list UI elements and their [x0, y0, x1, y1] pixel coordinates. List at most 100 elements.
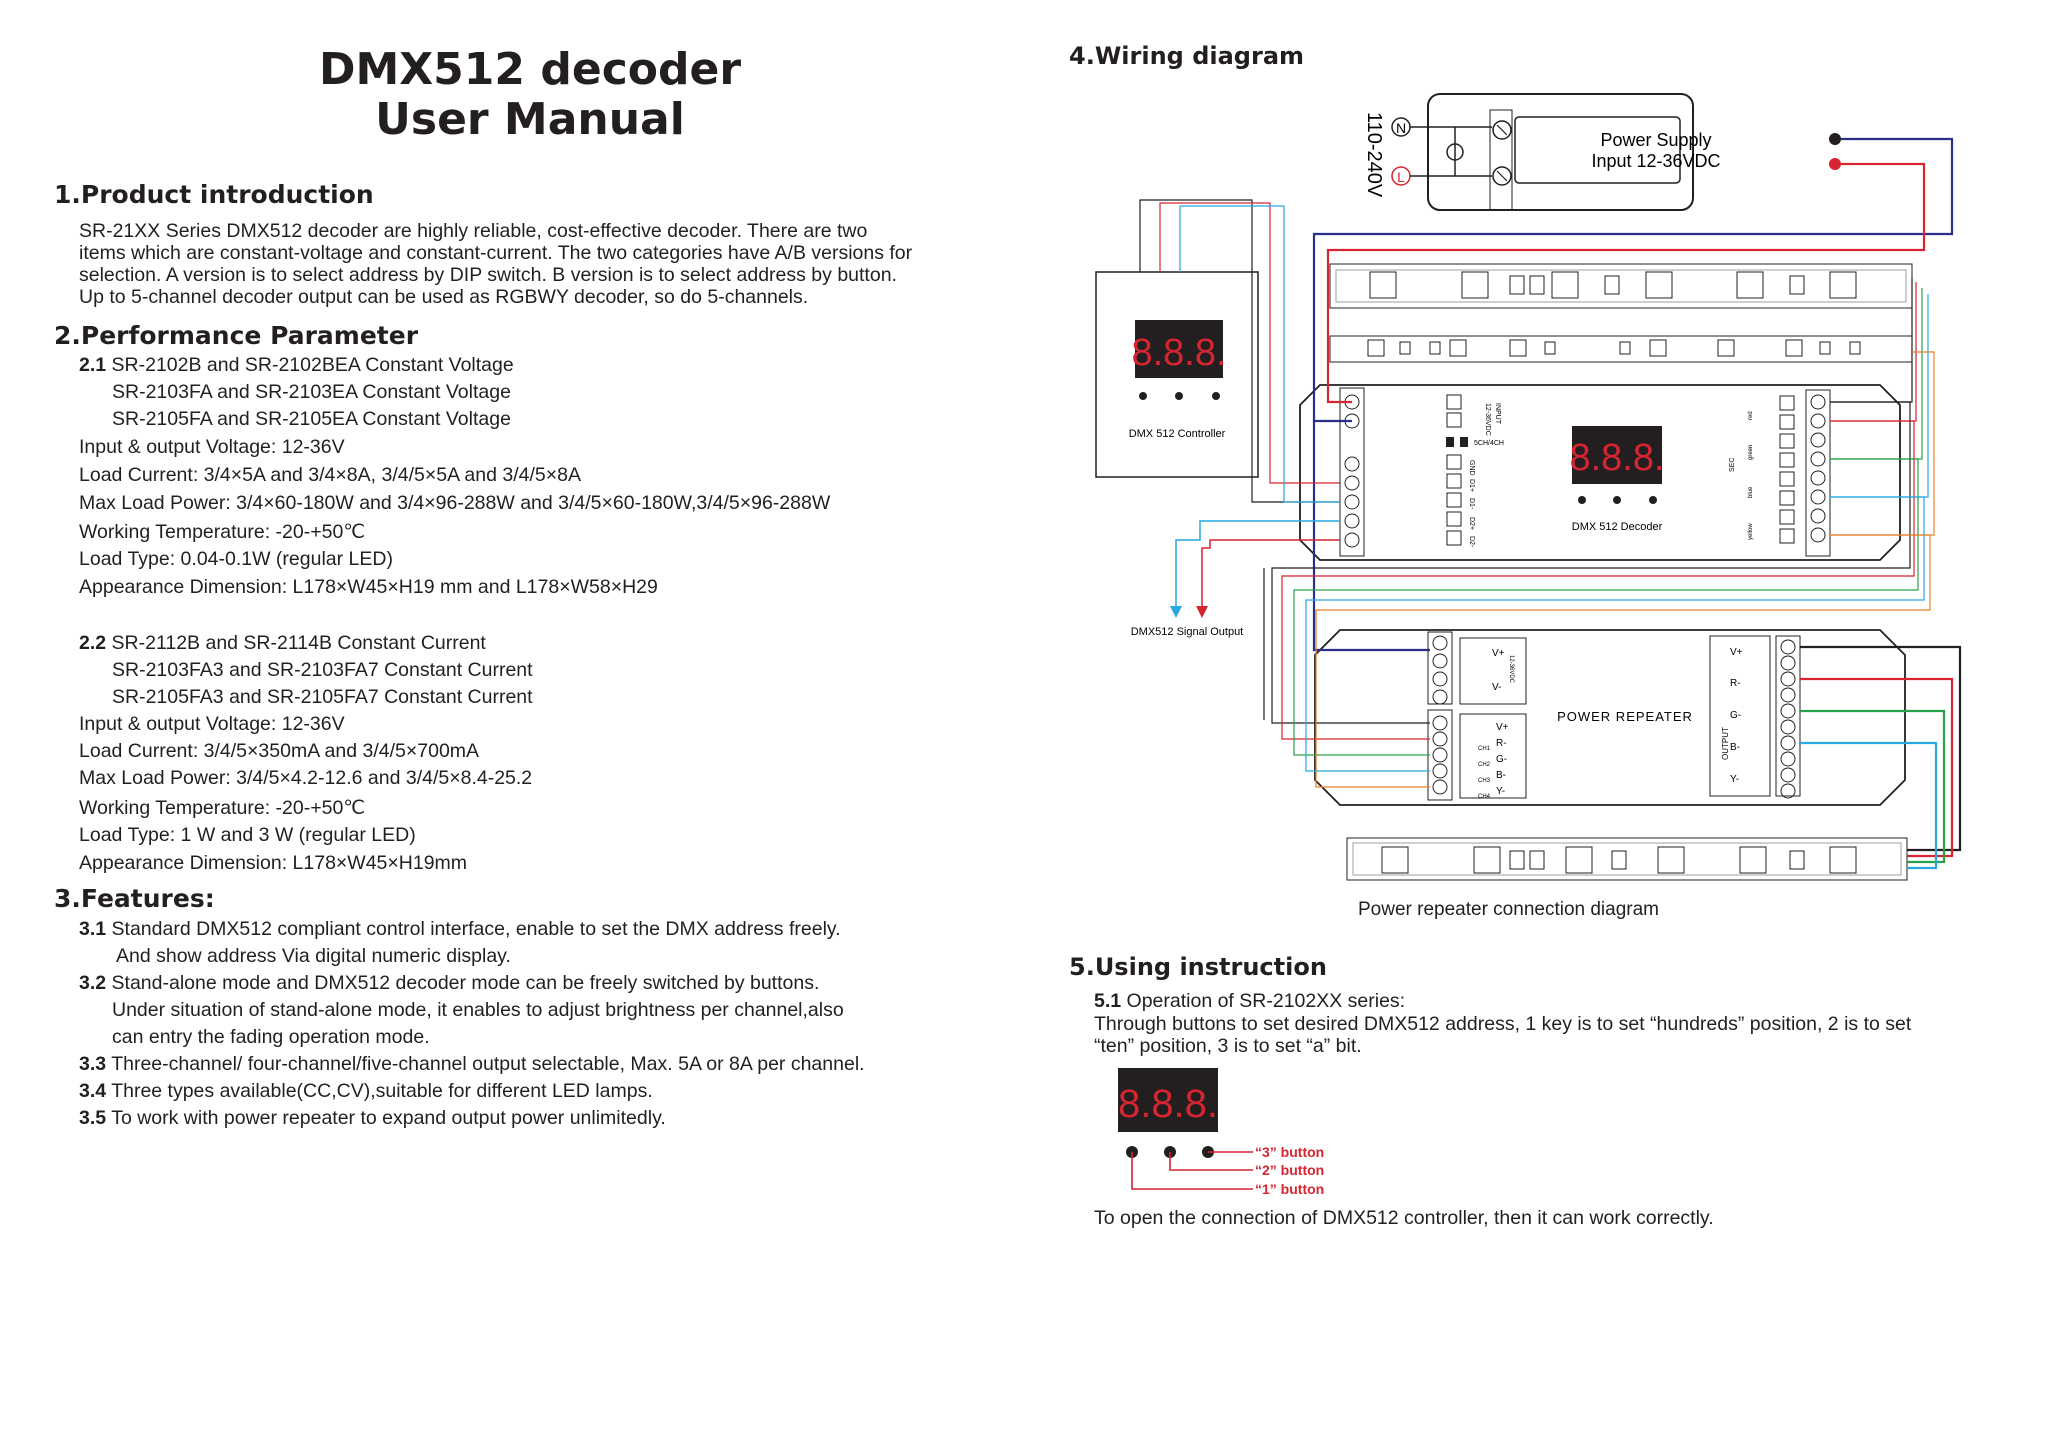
spec-param: Input & output Voltage: 12-36V [79, 713, 345, 735]
spec-model: SR-2112B and SR-2114B Constant Current [111, 632, 486, 654]
button-label-2: “2” button [1255, 1162, 1324, 1178]
dmx-decoder: INPUT 12-36VDC 5CH/4CH GND D1+ D1- D2+ D… [1299, 384, 1901, 561]
psu-label-1: Power Supply [1600, 130, 1711, 150]
repeater-out: Y- [1730, 774, 1739, 785]
decoder-select-label: 5CH/4CH [1474, 440, 1504, 447]
decoder-channel: red [1748, 411, 1754, 420]
repeater-input: V- [1492, 682, 1501, 693]
doc-title-line1: DMX512 decoder [318, 44, 742, 95]
spec-param: Load Type: 1 W and 3 W (regular LED) [79, 824, 416, 846]
spec-num: 2.2 [79, 632, 107, 654]
feature-text: To work with power repeater to expand ou… [111, 1107, 666, 1129]
spec-model: SR-2105FA3 and SR-2105FA7 Constant Curre… [112, 686, 533, 708]
ac-neutral-label: N [1396, 120, 1406, 136]
repeater-ch-tag: CH2 [1478, 762, 1491, 768]
feature-text-cont: And show address Via digital numeric dis… [116, 945, 511, 967]
intro-line: selection. A version is to select addres… [79, 264, 897, 286]
instruction-line: Through buttons to set desired DMX512 ad… [1094, 1013, 1912, 1035]
repeater-out: B- [1730, 742, 1740, 753]
ac-live-label: L [1397, 169, 1405, 185]
repeater-out: V+ [1730, 647, 1743, 658]
feature-text: Three types available(CC,CV),suitable fo… [111, 1080, 653, 1102]
spec-model: SR-2103FA3 and SR-2103FA7 Constant Curre… [112, 659, 533, 681]
feature-text: Stand-alone mode and DMX512 decoder mode… [111, 972, 820, 994]
feature-text-cont: Under situation of stand-alone mode, it … [112, 999, 844, 1021]
repeater-ch-tag: CH3 [1478, 778, 1491, 784]
psu-label-2: Input 12-36VDC [1591, 151, 1720, 171]
feature-num: 3.1 [79, 918, 107, 940]
spec-param: Load Current: 3/4×5A and 3/4×8A, 3/4/5×5… [79, 464, 581, 486]
spec-param: Working Temperature: -20-+50℃ [79, 521, 366, 543]
repeater-ch-tag: CH1 [1478, 746, 1491, 752]
dmx-controller: 8.8.8. DMX 512 Controller DMX512 Signal … [1095, 271, 1259, 638]
decoder-pin: D2- [1468, 536, 1475, 548]
led-strip-bottom [1346, 837, 1908, 881]
instruction-line: “ten” position, 3 is to set “a” bit. [1094, 1035, 1362, 1057]
spec-model: SR-2103FA and SR-2103EA Constant Voltage [112, 381, 511, 403]
repeater-out: G- [1730, 710, 1741, 721]
feature-text: Three-channel/ four-channel/five-channel… [111, 1053, 865, 1075]
section4-heading: 4.Wiring diagram [1069, 42, 1305, 70]
button-diagram: 8.8.8. “3” button “2” button “1” button [1118, 1068, 1324, 1197]
feature-num: 3.2 [79, 972, 107, 994]
repeater-output-label: OUTPUT [1721, 727, 1730, 760]
button-diagram-display: 8.8.8. [1118, 1082, 1218, 1126]
decoder-channel: yellow [1748, 523, 1754, 540]
spec-param: Input & output Voltage: 12-36V [79, 436, 345, 458]
decoder-pin: D1+ [1468, 479, 1475, 492]
spec-param: Appearance Dimension: L178×W45×H19mm [79, 852, 468, 874]
spec-param: Working Temperature: -20-+50℃ [79, 797, 366, 819]
instruction-subhead: Operation of SR-2102XX series: [1126, 990, 1406, 1012]
decoder-display: 8.8.8. [1569, 437, 1664, 479]
section5-heading: 5.Using instruction [1069, 953, 1327, 981]
power-repeater: V+ V- 12-36VDC V+ R- G- B- Y- CH1 CH2 CH… [1314, 629, 1906, 806]
features-list: 3.1 Standard DMX512 compliant control in… [79, 918, 865, 1134]
ac-input: 110-240V N L [1363, 112, 1492, 198]
feature-text-cont: can entry the fading operation mode. [112, 1026, 430, 1048]
wiring-diagram: Power Supply Input 12-36VDC 110-240V N L… [1095, 93, 1962, 881]
intro-line: SR-21XX Series DMX512 decoder are highly… [79, 220, 868, 242]
spec-param: Load Current: 3/4/5×350mA and 3/4/5×700m… [79, 740, 480, 762]
decoder-pin: GND [1468, 460, 1475, 476]
spec-param: Appearance Dimension: L178×W45×H19 mm an… [79, 576, 658, 598]
repeater-channel: G- [1496, 754, 1507, 765]
repeater-channel: B- [1496, 770, 1506, 781]
decoder-input-label: INPUT [1494, 403, 1501, 425]
section2-heading: 2.Performance Parameter [54, 321, 419, 350]
spec-num: 2.1 [79, 354, 107, 376]
button-label-3: “3” button [1255, 1144, 1324, 1160]
spec-param: Max Load Power: 3/4×60-180W and 3/4×96-2… [79, 492, 831, 514]
controller-label: DMX 512 Controller [1129, 428, 1226, 440]
power-supply: Power Supply Input 12-36VDC [1427, 93, 1841, 211]
repeater-input: V+ [1492, 648, 1505, 659]
intro-line: Up to 5-channel decoder output can be us… [79, 286, 809, 308]
ac-voltage-label: 110-240V [1363, 112, 1385, 198]
psu-negative-terminal [1829, 133, 1841, 145]
decoder-label: DMX 512 Decoder [1572, 521, 1663, 533]
decoder-pin: D2+ [1468, 517, 1475, 530]
signal-output-label: DMX512 Signal Output [1131, 626, 1244, 638]
feature-num: 3.5 [79, 1107, 107, 1129]
repeater-channel: Y- [1496, 786, 1505, 797]
spec-model: SR-2105FA and SR-2105EA Constant Voltage [112, 408, 511, 430]
intro-line: items which are constant-voltage and con… [79, 242, 913, 264]
section3-heading: 3.Features: [54, 884, 215, 913]
instruction-body: Through buttons to set desired DMX512 ad… [1094, 1013, 2034, 1057]
led-strip-top [1329, 263, 1913, 309]
repeater-vdc-label: 12-36VDC [1508, 655, 1514, 684]
repeater-out: R- [1730, 678, 1741, 689]
decoder-channel: green [1748, 445, 1754, 460]
repeater-channel: V+ [1496, 722, 1509, 733]
repeater-channel: R- [1496, 738, 1507, 749]
spec-block-cc: 2.2 SR-2112B and SR-2114B Constant Curre… [79, 632, 533, 880]
psu-positive-terminal [1829, 158, 1841, 170]
spec-param: Max Load Power: 3/4/5×4.2-12.6 and 3/4/5… [79, 767, 533, 789]
wires [1139, 137, 1962, 870]
diagram-caption: Power repeater connection diagram [1358, 899, 1660, 920]
led-strip-middle [1329, 335, 1913, 363]
repeater-label: POWER REPEATER [1557, 709, 1693, 724]
section1-heading: 1.Product introduction [54, 180, 374, 209]
section1-body: SR-21XX Series DMX512 decoder are highly… [79, 220, 1019, 308]
spec-model: SR-2102B and SR-2102BEA Constant Voltage [111, 354, 514, 376]
feature-text: Standard DMX512 compliant control interf… [111, 918, 841, 940]
